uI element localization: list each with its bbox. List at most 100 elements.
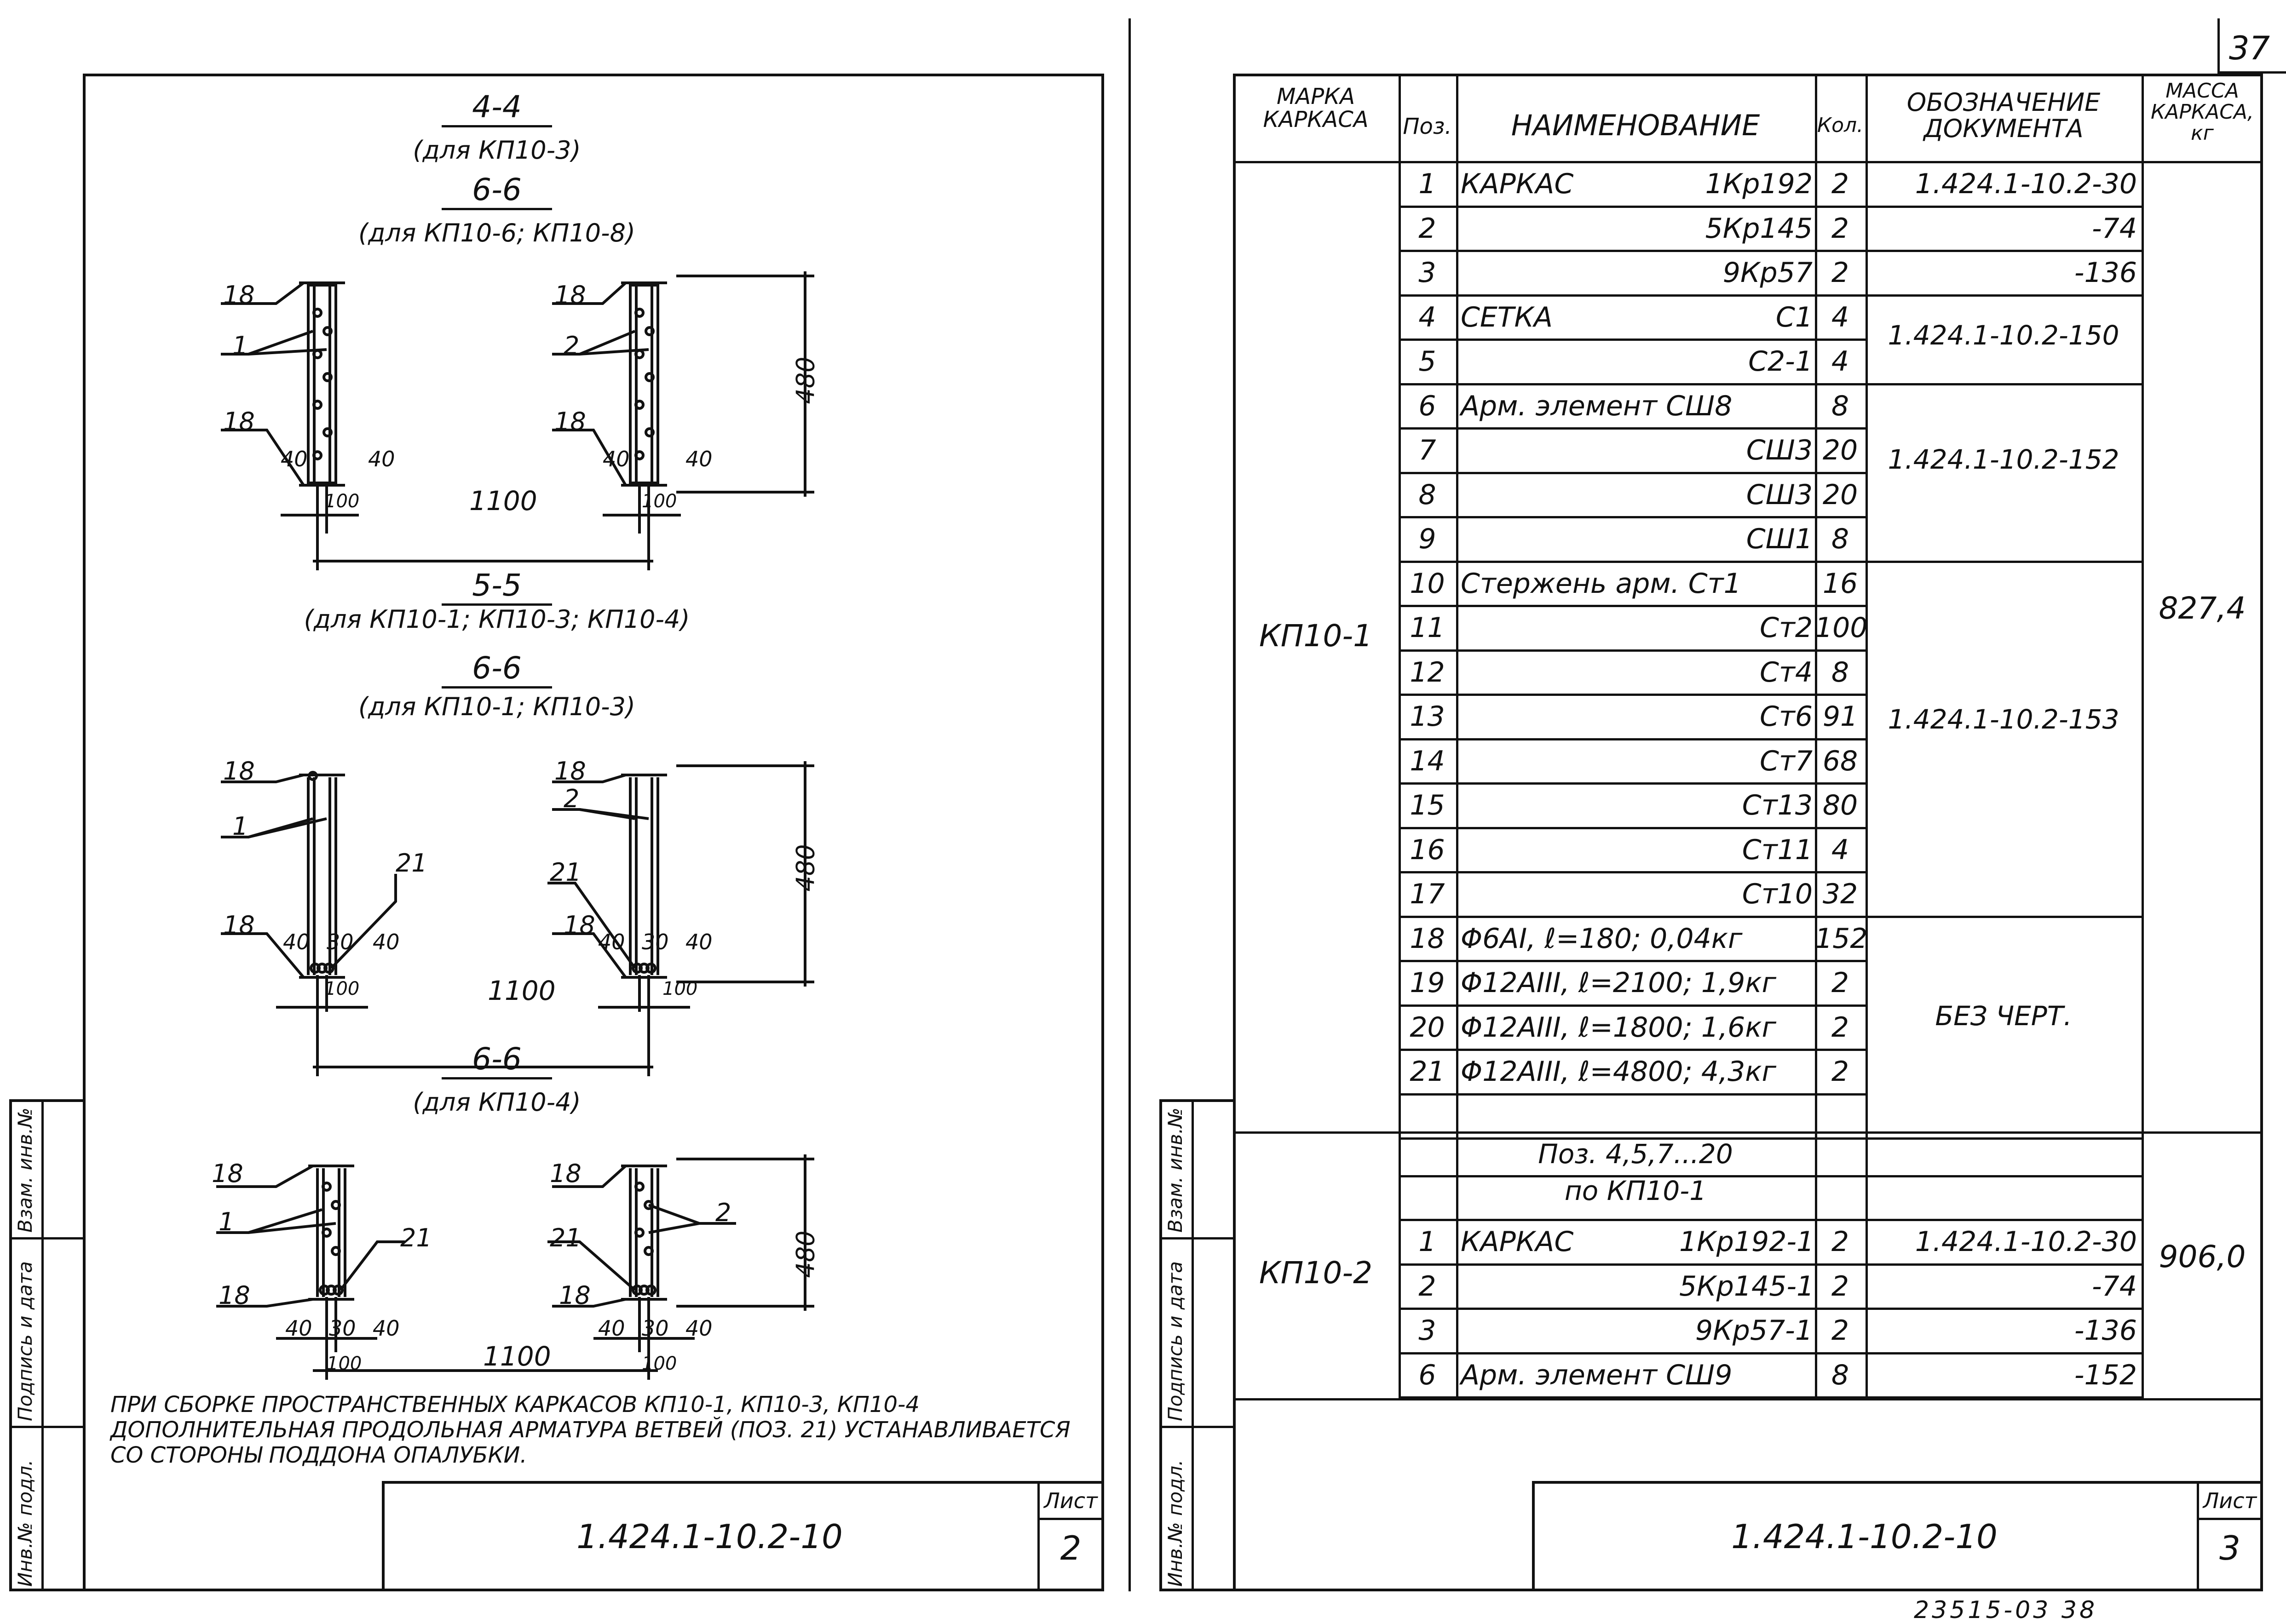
cell-name-b: С1 [1775, 301, 1813, 333]
left-sheet-label: Лист [1044, 1488, 1098, 1513]
cell-name-b: 5Кр145-1 [1679, 1270, 1814, 1303]
dim-30: 30 [642, 930, 669, 954]
view-sub-6-6-c: (для КП10-4) [413, 1088, 581, 1117]
cell-qty: 2 [1831, 1056, 1849, 1088]
side-stamp-inv-instead: Взам. инв.№ [1164, 1108, 1186, 1233]
label-21: 21 [550, 858, 582, 887]
cell-qty: 8 [1831, 523, 1849, 555]
cell-qty: 8 [1831, 656, 1849, 689]
dim-40: 40 [603, 447, 630, 471]
cell-name-b: Ст2 [1759, 612, 1813, 644]
cell-name-b: Ст7 [1759, 745, 1813, 777]
dim-40: 40 [373, 1316, 400, 1341]
cell-name-b: Ст10 [1742, 878, 1813, 910]
cell-qty: 32 [1822, 878, 1858, 910]
cell-name-a: КАРКАС [1461, 1226, 1574, 1258]
cell-qty: 2 [1831, 212, 1849, 245]
cell-name-b: 9Кр57-1 [1695, 1314, 1813, 1347]
cell-pos: 11 [1410, 612, 1445, 644]
dim-40: 40 [283, 930, 310, 954]
cell-pos: 13 [1410, 700, 1445, 733]
cell-doc: -74 [2092, 212, 2137, 245]
cell-name-a: СЕТКА [1461, 301, 1553, 333]
label-18: 18 [550, 1159, 582, 1188]
label-1: 1 [232, 331, 248, 360]
cell-qty: 68 [1822, 745, 1858, 777]
right-side-stamp [1159, 1099, 1236, 1591]
dim-30: 30 [329, 1316, 356, 1341]
dim-30: 30 [327, 930, 354, 954]
cell-name-a: Φ12АIII, ℓ=4800; 4,3кг [1461, 1056, 1777, 1088]
dim-40: 40 [685, 447, 713, 471]
dim-40: 40 [373, 930, 400, 954]
cell-qty: 16 [1822, 567, 1858, 600]
dim-40: 40 [685, 1316, 713, 1341]
view2-left-frame [299, 771, 345, 979]
right-sheet-number: 3 [2219, 1529, 2240, 1567]
cell-qty: 91 [1822, 700, 1858, 733]
left-sheet-frame [83, 74, 1104, 1591]
doc-group-c1: 1.424.1-10.2-150 [1888, 320, 2119, 351]
cell-pos: 5 [1418, 345, 1436, 378]
cell-pos: 3 [1418, 257, 1436, 289]
label-1: 1 [232, 812, 248, 841]
assembly-note-line2: ДОПОЛНИТЕЛЬНАЯ ПРОДОЛЬНАЯ АРМАТУРА ВЕТВЕ… [110, 1417, 1071, 1443]
label-2: 2 [564, 784, 580, 813]
cell-pos: 6 [1418, 1359, 1436, 1391]
label-18: 18 [223, 757, 255, 786]
view-title-5-5: 5-5 [472, 568, 522, 603]
cell-name-b: С2-1 [1748, 345, 1813, 378]
side-stamp-inv-orig: Инв.№ подл. [14, 1459, 36, 1587]
cell-doc: -136 [2074, 257, 2137, 289]
assembly-note-line3: СО СТОРОНЫ ПОДДОНА ОПАЛУБКИ. [110, 1442, 527, 1468]
cell-pos: 12 [1410, 656, 1445, 689]
cell-name-b: Ст11 [1742, 833, 1813, 866]
view-sub-5-5: (для КП10-1; КП10-3; КП10-4) [304, 605, 690, 634]
right-title-block [1532, 1481, 2263, 1591]
cell-qty: 152 [1815, 922, 1868, 955]
label-2: 2 [715, 1198, 731, 1227]
cell-name-b: Ст6 [1759, 700, 1813, 733]
view-sub-6-6-a: (для КП10-6; КП10-8) [358, 218, 635, 247]
label-21: 21 [550, 1223, 582, 1252]
dim-480: 480 [791, 844, 820, 892]
label-18: 18 [212, 1159, 243, 1188]
cell-name-b: 1Кр192 [1705, 168, 1813, 200]
cell-name-b: 9Кр57 [1722, 257, 1813, 289]
cell-qty: 8 [1831, 1359, 1849, 1391]
page-number: 37 [2229, 29, 2270, 67]
cell-doc: 1.424.1-10.2-30 [1915, 1226, 2137, 1258]
cell-doc: 1.424.1-10.2-30 [1915, 168, 2137, 200]
cell-pos: 15 [1410, 789, 1445, 821]
right-doc-code: 1.424.1-10.2-10 [1731, 1517, 1998, 1556]
side-stamp-sign-date: Подпись и дата [14, 1261, 36, 1421]
dim-40: 40 [685, 930, 713, 954]
dim-100: 100 [662, 978, 698, 999]
cell-qty: 2 [1831, 1226, 1849, 1258]
dim-100: 100 [327, 1353, 362, 1374]
cell-qty: 100 [1815, 612, 1868, 644]
label-18: 18 [554, 757, 586, 786]
label-18: 18 [554, 281, 586, 310]
cell-name-b: 1Кр192-1 [1679, 1226, 1814, 1258]
dim-30: 30 [642, 1316, 669, 1341]
cell-pos: 2 [1418, 212, 1436, 245]
cell-name-b: Ст4 [1759, 656, 1813, 689]
cell-pos: 17 [1410, 878, 1445, 910]
cell-pos: 2 [1418, 1270, 1436, 1303]
kp2-ref-line1: Поз. 4,5,7...20 [1538, 1138, 1733, 1170]
left-sheet-number: 2 [1060, 1529, 1082, 1567]
cell-doc: -136 [2074, 1314, 2137, 1347]
kp2-mass: 906,0 [2159, 1239, 2246, 1274]
cell-name-b: СШ3 [1746, 434, 1813, 466]
cell-qty: 2 [1831, 168, 1849, 200]
archive-number: 23515-03 38 [1914, 1596, 2098, 1624]
label-18: 18 [223, 407, 255, 436]
col-header-qty: Кол. [1817, 114, 1864, 137]
cell-qty: 2 [1831, 1314, 1849, 1347]
label-21: 21 [400, 1223, 432, 1252]
cell-pos: 1 [1418, 1226, 1436, 1258]
label-18: 18 [564, 911, 595, 940]
center-fold-line [1129, 18, 1131, 1591]
cell-name-a: Арм. элемент СШ9 [1461, 1359, 1733, 1391]
